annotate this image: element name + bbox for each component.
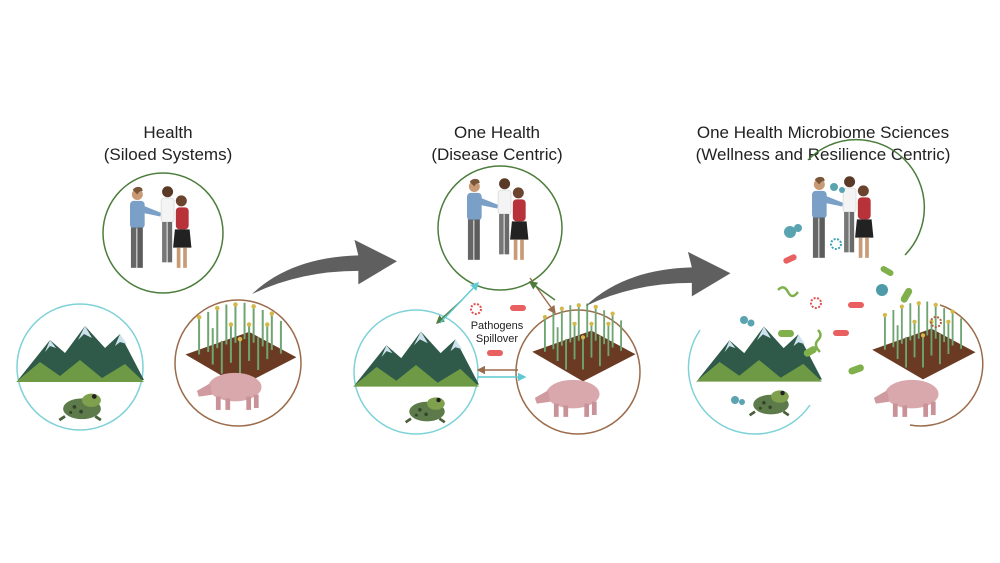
people-icon (129, 185, 192, 269)
crops-icon (871, 300, 977, 381)
transition-arrow-icon (252, 239, 397, 295)
panel-1-siloed (16, 172, 302, 431)
mountains-icon (695, 326, 823, 382)
panel-subtitle-text: (Siloed Systems) (103, 145, 233, 164)
human-circle (102, 172, 224, 294)
transition-arrow-icon (585, 251, 731, 307)
panel-3-title: One Health Microbiome Sciences (Wellness… (643, 122, 1000, 166)
human-arc (807, 138, 926, 256)
interaction-arrows (435, 277, 556, 382)
panel-subtitle-text: (Wellness and Resilience Centric) (695, 145, 951, 164)
human-circle (437, 165, 563, 291)
pathogen-icons (470, 303, 526, 356)
frog-icon (58, 392, 103, 422)
microbe-icons (731, 183, 942, 405)
panel-title-text: One Health Microbiome Sciences (696, 123, 950, 142)
environment-circle (16, 303, 144, 431)
panel-subtitle-text: (Disease Centric) (431, 145, 563, 164)
agriculture-arc (909, 304, 984, 427)
environment-arc (687, 329, 811, 435)
spillover-line-1: Pathogens (470, 320, 524, 332)
people-icon (466, 177, 529, 261)
agriculture-circle (174, 299, 302, 427)
frog-icon (404, 395, 447, 424)
panel-1-title: Health (Siloed Systems) (0, 122, 348, 166)
pig-icon (196, 372, 262, 410)
panel-2-one-health (352, 165, 641, 435)
panel-3-microbiome (687, 138, 984, 435)
panel-title-text: Health (143, 123, 193, 142)
panel-title-text: One Health (454, 123, 540, 142)
frog-icon (748, 388, 791, 417)
panel-2-title: One Health (Disease Centric) (317, 122, 677, 166)
pig-icon (534, 379, 600, 417)
mountains-icon (16, 326, 144, 382)
crops-icon (531, 302, 637, 383)
pig-icon (873, 379, 939, 417)
pathogens-spillover-label: Pathogens Spillover (457, 320, 537, 346)
spillover-line-2: Spillover (475, 333, 519, 345)
